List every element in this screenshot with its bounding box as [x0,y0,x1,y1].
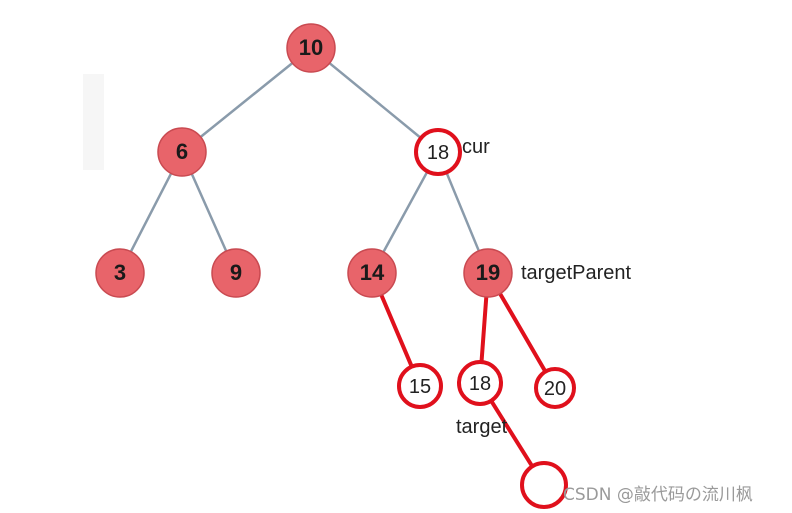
tree-node-n10: 10 [286,23,336,73]
node-circle [157,127,207,177]
tree-node-n14: 14 [347,248,397,298]
node-circle [414,128,462,176]
tree-node-n18target: 18 [457,360,503,406]
edge-n6-n3 [129,172,173,253]
node-circle [347,248,397,298]
tree-node-n18cur: 18 [414,128,462,176]
tree-node-n9: 9 [211,248,261,298]
annotation-target: target [456,416,508,438]
node-circle [463,248,513,298]
node-label: 19 [476,260,500,285]
tree-node-n3: 3 [95,248,145,298]
node-circle [397,363,443,409]
node-label: 15 [409,376,431,398]
tree-node-nempty [520,461,568,509]
node-label: 3 [114,260,126,285]
annotation-target-parent: targetParent [521,262,632,284]
node-label: 6 [176,139,188,164]
tree-node-n15: 15 [397,363,443,409]
edge-n19-n20 [498,291,548,374]
node-label: 14 [360,260,385,285]
edge-n18target-nempty [489,398,535,469]
edge-n10-n18cur [328,61,423,140]
edge-n14-n15 [379,293,414,369]
node-circle [534,367,576,409]
edge-n6-n9 [190,172,228,253]
node-circle [211,248,261,298]
edge-n18cur-n14 [382,170,429,254]
annotations-layer: cur targetParent target [456,136,632,438]
watermark-text: CSDN @敲代码の流川枫 [563,485,753,505]
node-label: 20 [544,378,566,400]
nodes-layer: 10 6 18 3 9 14 19 15 18 20 [95,23,576,509]
node-circle [95,248,145,298]
tree-node-n19: 19 [463,248,513,298]
node-label: 18 [469,373,491,395]
node-label: 18 [427,142,449,164]
edge-n18cur-n19 [445,171,481,253]
node-label: 10 [299,35,323,60]
node-circle [286,23,336,73]
tree-node-n6: 6 [157,127,207,177]
annotation-cur: cur [462,136,490,158]
edge-n10-n6 [199,61,294,139]
node-label: 9 [230,260,242,285]
tree-node-n20: 20 [534,367,576,409]
node-circle [520,461,568,509]
node-circle [457,360,503,406]
edges-layer [129,61,548,469]
edge-n19-n18target [479,294,489,365]
background-block [83,74,104,170]
